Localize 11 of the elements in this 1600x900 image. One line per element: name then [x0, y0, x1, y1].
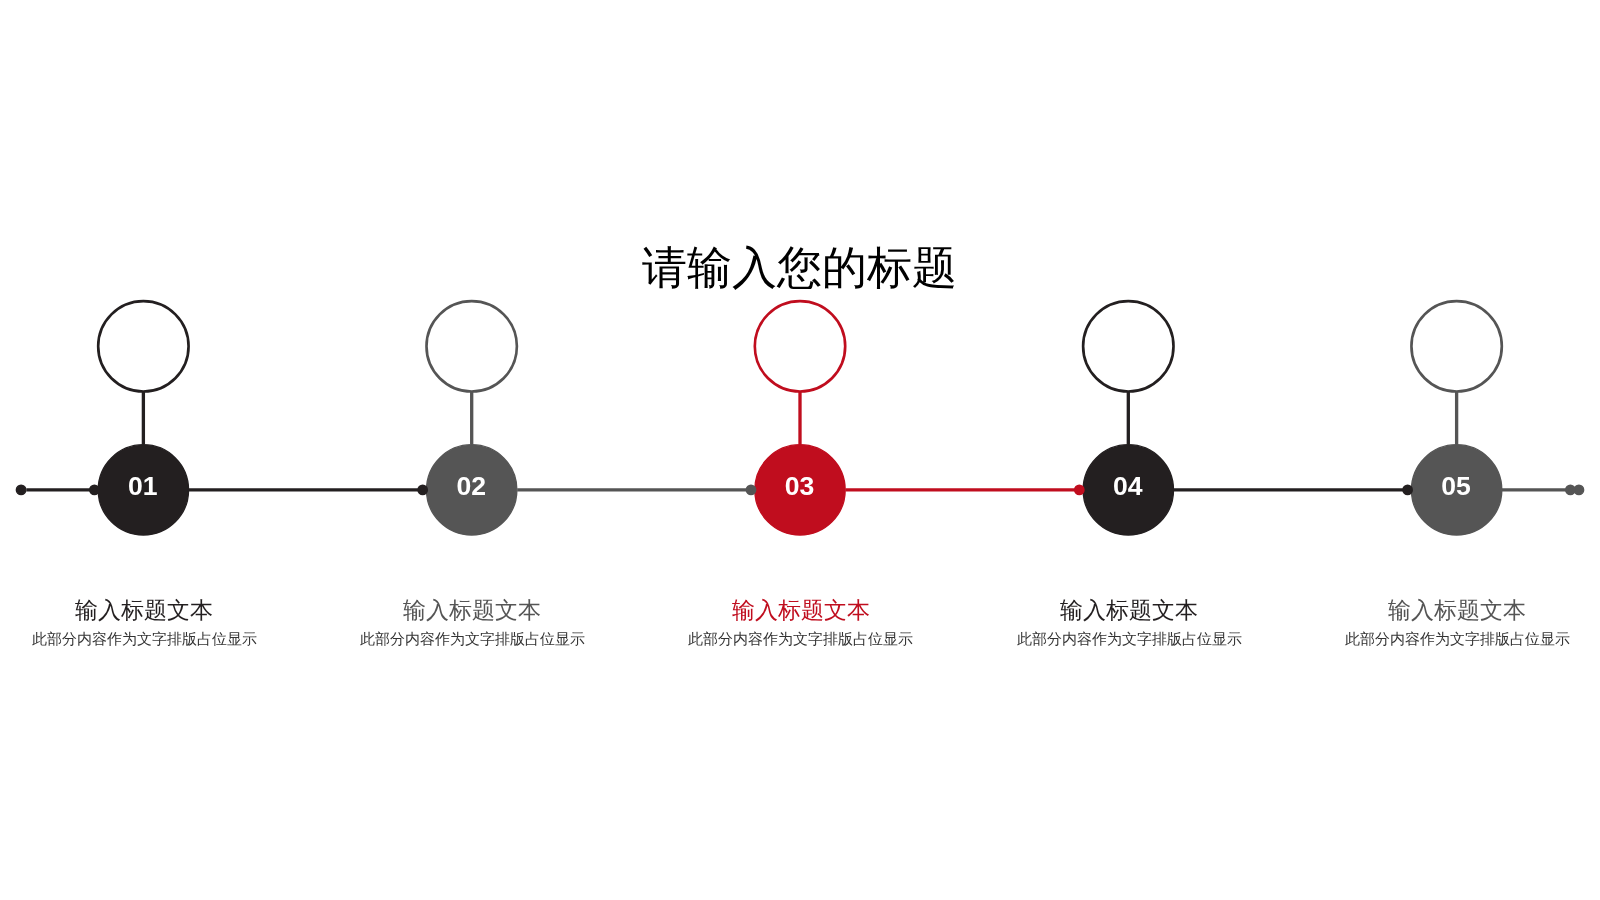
- node-label: 此部分内容作为文字排版占位显示: [31, 630, 257, 648]
- node-label: 输入标题文本: [403, 596, 542, 623]
- node-label: 输入标题文本: [1388, 596, 1527, 623]
- node-label: 输入标题文本: [1059, 596, 1198, 623]
- node-label: 输入标题文本: [731, 596, 870, 623]
- node-label: 此部分内容作为文字排版占位显示: [1344, 630, 1570, 648]
- node-label: 输入标题文本: [74, 596, 213, 623]
- node-label: 此部分内容作为文字排版占位显示: [688, 630, 914, 648]
- node-label: 此部分内容作为文字排版占位显示: [1016, 630, 1242, 648]
- node-label: 此部分内容作为文字排版占位显示: [360, 630, 586, 648]
- diagram-title: 请输入您的标题: [642, 240, 958, 294]
